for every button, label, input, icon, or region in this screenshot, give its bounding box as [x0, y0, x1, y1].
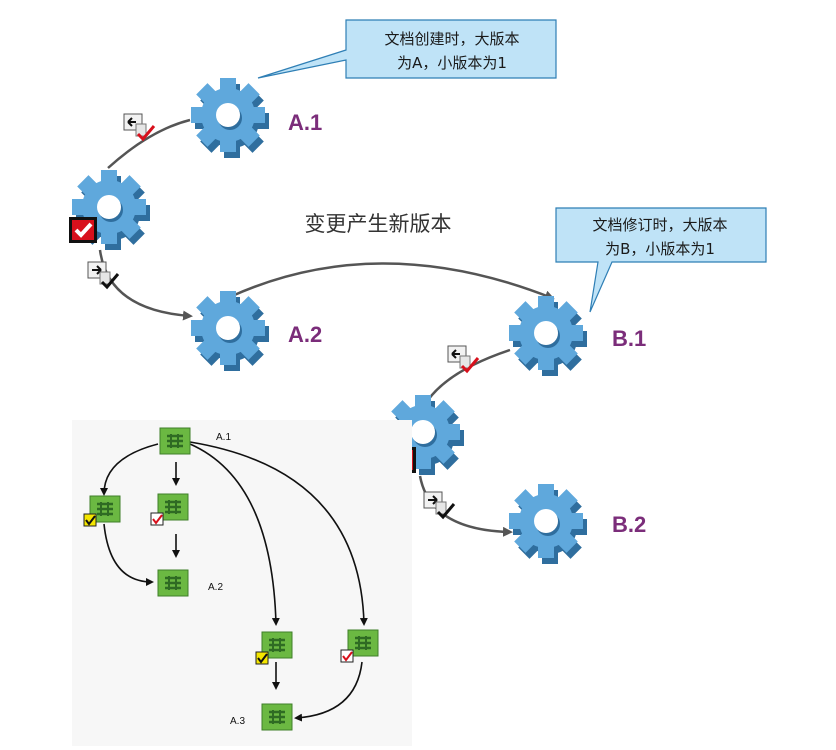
gear-b2-icon	[509, 484, 587, 564]
mini-edge	[189, 443, 280, 626]
arrow-a2-to-b1	[231, 262, 555, 301]
mini-yellow-check-icon	[83, 513, 97, 527]
mini-edge	[189, 441, 368, 626]
callout-a-line2: 为A，小版本为1	[397, 54, 507, 72]
mini-label-a2: A.2	[208, 582, 223, 593]
mini-label-a3: A.3	[230, 716, 245, 727]
callout-b-line2: 为B，小版本为1	[605, 240, 715, 258]
approved-checkbox-icon	[67, 215, 99, 245]
gear-a2-icon	[191, 291, 269, 371]
mini-version-tree: A.1 A.2 A.3	[72, 420, 412, 746]
mini-red-check-icon	[150, 512, 164, 526]
gear-b1-icon	[509, 296, 587, 376]
arrow-b1-to-checkout	[426, 348, 511, 401]
callout-b: 文档修订时，大版本 为B，小版本为1	[555, 207, 767, 313]
mini-red-check-icon	[340, 649, 354, 663]
callout-b-line1: 文档修订时，大版本	[592, 216, 727, 234]
mini-doc-a1-icon	[158, 426, 192, 456]
mini-edge	[100, 443, 159, 496]
mini-tree-background	[72, 420, 412, 746]
checkout-icon	[122, 112, 156, 141]
version-label-a1: A.1	[288, 110, 322, 135]
arrow-to-b2	[418, 475, 513, 537]
version-label-b1: B.1	[612, 326, 646, 351]
gear-a1-icon	[191, 78, 269, 158]
arrow-to-a2	[98, 249, 193, 321]
callout-a-line1: 文档创建时，大版本	[384, 30, 519, 48]
change-label: 变更产生新版本	[305, 212, 452, 236]
mini-label-a1: A.1	[216, 432, 231, 443]
version-label-a2: A.2	[288, 322, 322, 347]
mini-doc-a3-icon	[260, 702, 294, 732]
mini-doc-a2-icon	[156, 568, 190, 598]
checkout-icon-b	[446, 344, 480, 373]
version-label-b2: B.2	[612, 512, 646, 537]
mini-edge	[294, 661, 363, 722]
arrow-a1-to-checkout	[107, 118, 191, 169]
checkin-icon-b	[422, 490, 456, 519]
mini-yellow-check-icon	[255, 651, 269, 665]
mini-edge	[103, 523, 154, 586]
callout-a: 文档创建时，大版本 为A，小版本为1	[257, 19, 557, 79]
